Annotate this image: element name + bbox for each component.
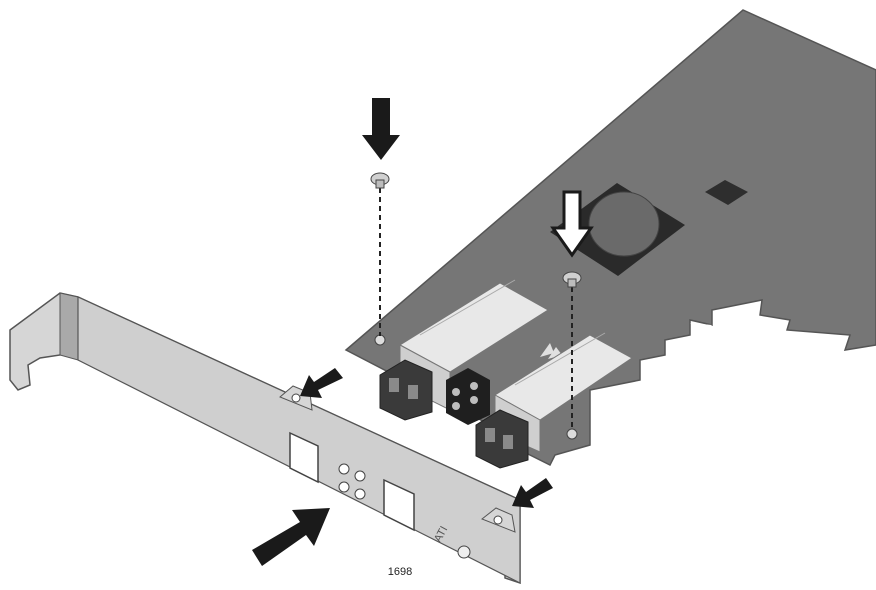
port-connector-lower bbox=[475, 409, 529, 469]
arrow-down-hollow-icon bbox=[550, 190, 594, 258]
arrow-move-icon bbox=[512, 478, 553, 508]
screw-left bbox=[370, 172, 390, 336]
board-notch bbox=[690, 323, 712, 330]
arrow-move-icon bbox=[300, 368, 343, 398]
screw-icon bbox=[370, 172, 390, 189]
arrow-move-icon bbox=[252, 508, 330, 566]
bracket-port-cutout-upper bbox=[289, 431, 319, 484]
small-chip bbox=[705, 180, 748, 205]
board-mounting-hole-left bbox=[374, 334, 386, 346]
low-profile-bracket: ATI bbox=[9, 292, 521, 585]
bracket-lip bbox=[59, 292, 79, 361]
led-block bbox=[446, 368, 490, 425]
bracket-rivet bbox=[457, 545, 471, 559]
port-connector-upper bbox=[379, 359, 433, 421]
bracket-port-cutout-lower bbox=[383, 478, 415, 532]
bracket-led-holes bbox=[338, 463, 366, 500]
figure-id-label: 1698 bbox=[387, 566, 413, 578]
arrow-down-icon bbox=[362, 98, 400, 160]
chip-heatsink bbox=[588, 191, 660, 257]
board-mounting-hole-right bbox=[566, 428, 578, 440]
screw-icon bbox=[562, 271, 582, 288]
screw-right bbox=[562, 271, 582, 430]
